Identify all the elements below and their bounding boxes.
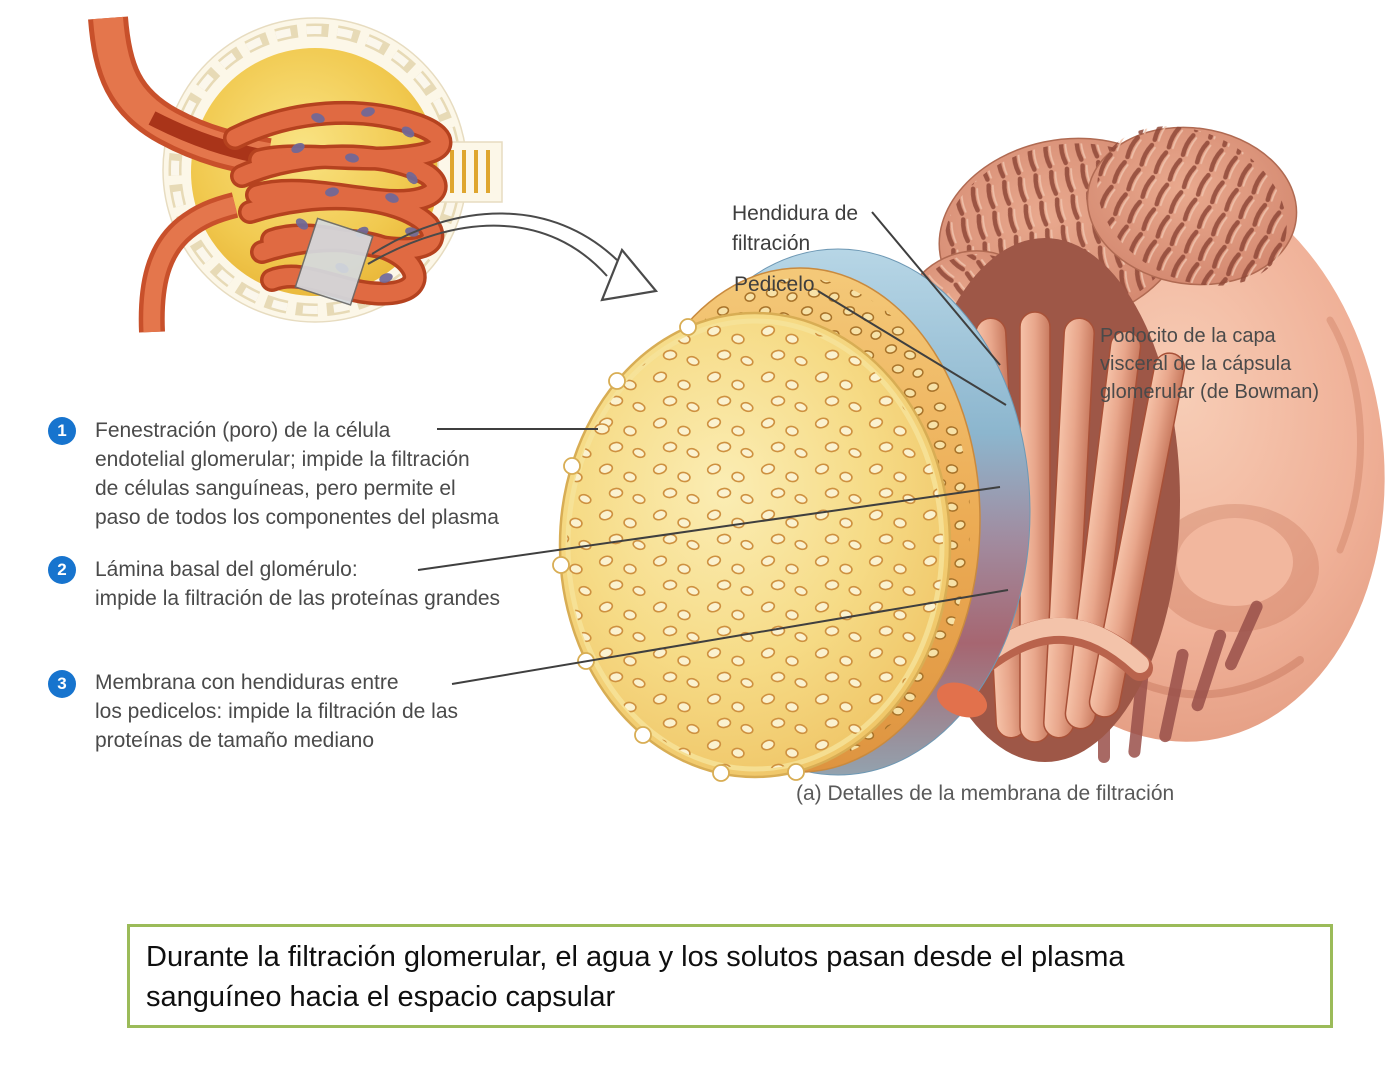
glomerulus-inset (88, 16, 503, 333)
note-line: Durante la filtración glomerular, el agu… (146, 941, 1125, 973)
step-badge-3: 3 (48, 670, 76, 698)
magnify-arrow (367, 212, 659, 302)
capillary-cut-sliver (936, 682, 988, 718)
label-hendidura-filtracion: Hendidura de filtración (732, 199, 858, 259)
label-line: visceral de la cápsula (1100, 353, 1292, 375)
efferent-arteriole (138, 192, 239, 333)
item-line: Fenestración (poro) de la célula (95, 419, 391, 442)
item-lamina-basal: Lámina basal del glomérulo: impide la fi… (95, 555, 595, 613)
label-line: Hendidura de (732, 202, 859, 225)
label-line: Podocito de la capa (1100, 325, 1276, 347)
item-fenestracion: Fenestración (poro) de la célula endotel… (95, 416, 575, 532)
note-line: sanguíneo hacia el espacio capsular (146, 981, 616, 1013)
excised-section-box (294, 217, 374, 306)
fenestrated-endothelium-front (552, 311, 952, 782)
leader-hendidura (871, 211, 1001, 366)
filtration-membrane-illustration (552, 126, 1385, 782)
item-line: proteínas de tamaño mediano (95, 729, 375, 752)
label-line: glomerular (de Bowman) (1100, 381, 1319, 403)
leader-membrana-hendiduras (451, 589, 1009, 685)
step-badge-1: 1 (48, 417, 76, 445)
figure-caption: (a) Detalles de la membrana de filtració… (796, 782, 1175, 805)
item-line: Membrana con hendiduras entre (95, 671, 399, 694)
leader-lines (417, 211, 1009, 685)
label-pedicelo: Pedicelo (734, 273, 815, 296)
item-membrana-hendiduras: Membrana con hendiduras entre los pedice… (95, 668, 575, 755)
leader-lamina-basal (417, 486, 1001, 571)
item-line: Lámina basal del glomérulo: (95, 558, 358, 581)
step-badge-2: 2 (48, 556, 76, 584)
leader-pedicelo (817, 290, 1007, 406)
item-line: paso de todos los componentes del plasma (95, 506, 499, 529)
item-line: endotelial glomerular; impide la filtrac… (95, 448, 470, 471)
item-line: los pedicelos: impide la filtración de l… (95, 700, 459, 723)
tubule-outlet (437, 141, 503, 203)
label-line: filtración (732, 232, 811, 255)
edge-notches (552, 318, 805, 782)
item-line: de células sanguíneas, pero permite el (95, 477, 456, 500)
label-podocito: Podocito de la capa visceral de la cápsu… (1100, 322, 1319, 406)
item-line: impide la filtración de las proteínas gr… (95, 587, 501, 610)
summary-note-box: Durante la filtración glomerular, el agu… (127, 924, 1333, 1028)
